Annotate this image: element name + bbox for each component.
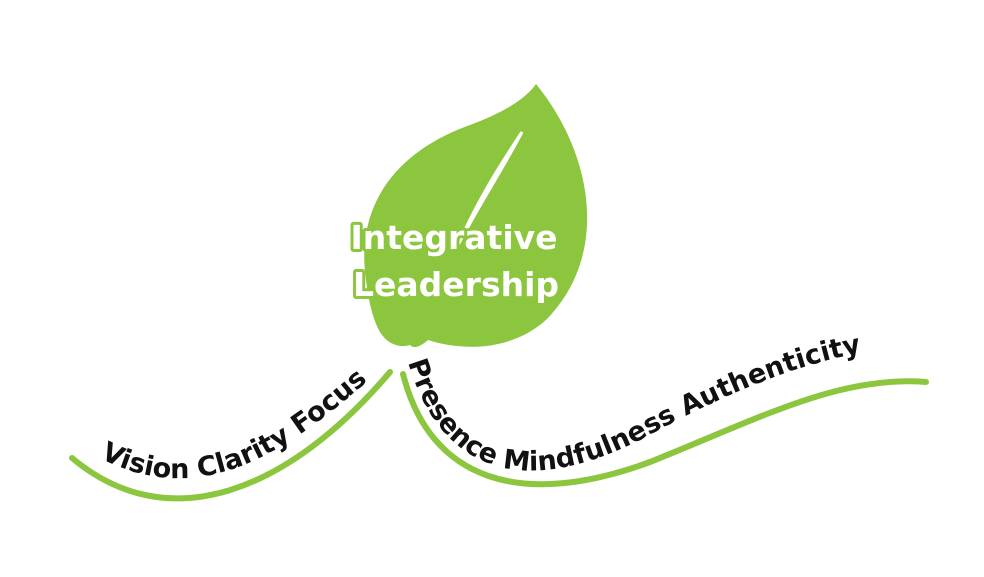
title-line-2: Leadership (353, 265, 559, 304)
title-line-1: Integrative (350, 218, 557, 257)
left-branch-text: Vision Clarity Focus (97, 363, 372, 486)
right-branch-line (400, 371, 929, 488)
left-branch-text-path: Vision Clarity Focus (97, 363, 372, 486)
title: Integrative Leadership (347, 215, 562, 307)
left-branch-line (69, 369, 393, 502)
leaf-icon (364, 84, 588, 348)
leaf-vein (456, 131, 524, 246)
